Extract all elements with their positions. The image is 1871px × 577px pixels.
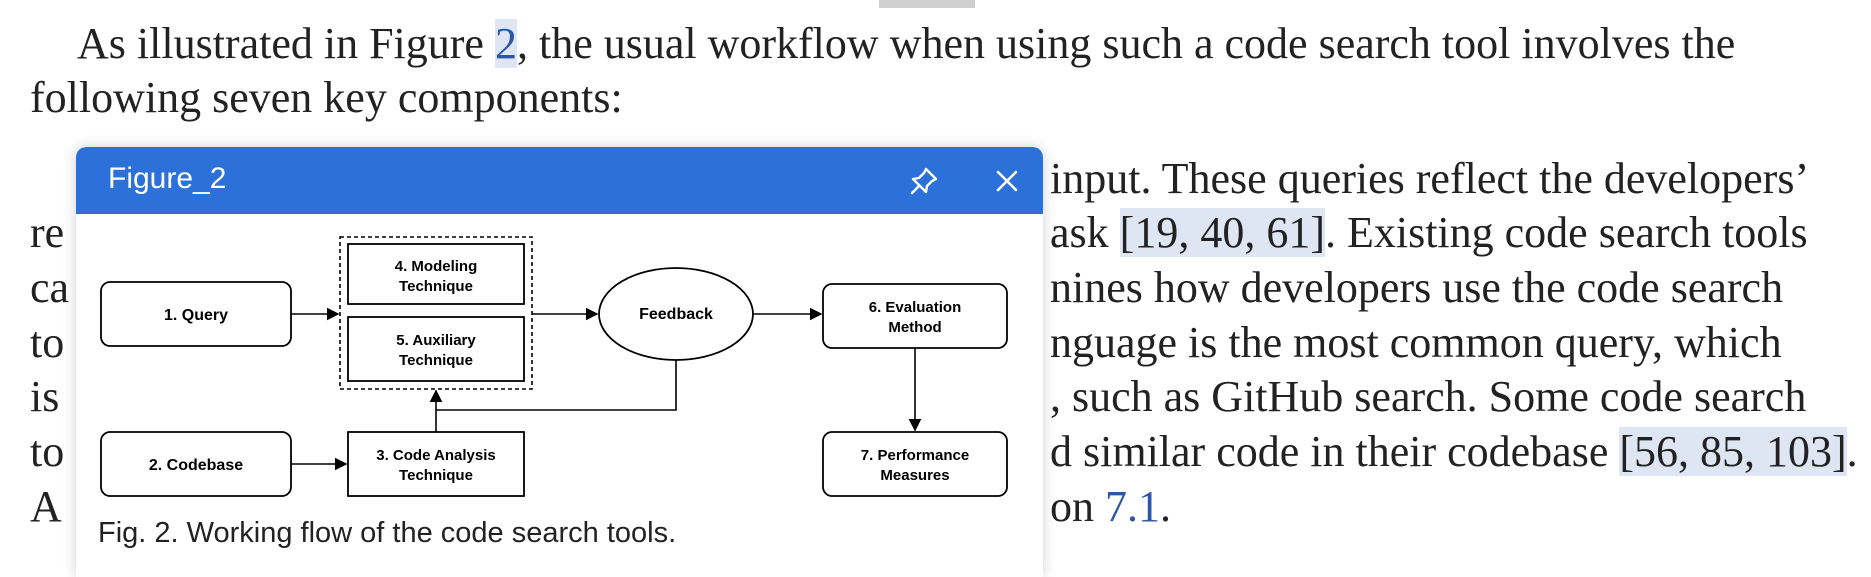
close-icon <box>996 170 1018 192</box>
left-fragment: to <box>30 427 65 476</box>
text-span: on <box>1050 482 1105 531</box>
left-fragment: to <box>30 318 65 367</box>
modeling-label-1: 4. Modeling <box>395 258 478 275</box>
modeling-node: 4. Modeling Technique <box>347 243 525 305</box>
workflow-diagram: 1. Query 4. Modeling Technique 5. Auxili… <box>100 236 1008 497</box>
paragraph-line-1: As illustrated in Figure 2, the usual wo… <box>77 17 1735 71</box>
evaluation-node: 6. Evaluation Method <box>822 283 1008 349</box>
left-fragment: A <box>30 482 62 531</box>
evaluation-label-1: 6. Evaluation <box>869 299 962 316</box>
query-label: 1. Query <box>164 307 228 324</box>
citation-link[interactable]: 19 <box>1134 208 1179 257</box>
citation-link[interactable]: 40 <box>1200 208 1245 257</box>
citation-group: [56, 85, 103] <box>1619 427 1847 476</box>
figure-ref-link[interactable]: 2 <box>494 19 517 68</box>
text-span: . <box>1846 427 1858 476</box>
popup-header[interactable]: Figure_2 <box>76 147 1043 214</box>
text-span: As illustrated in Figure <box>77 19 495 68</box>
modeling-label-2: Technique <box>399 278 473 295</box>
right-line-2: ask [19, 40, 61]. Existing code search t… <box>1050 206 1808 260</box>
right-line-3: nines how developers use the code search <box>1050 263 1784 312</box>
paragraph-line-2: following seven key components: <box>30 73 623 122</box>
citation-link[interactable]: 103 <box>1766 427 1833 476</box>
code-analysis-label-1: 3. Code Analysis <box>376 447 496 464</box>
left-fragment: ca <box>30 263 70 312</box>
right-line-7: on 7.1. <box>1050 480 1171 534</box>
citation-link[interactable]: 61 <box>1266 208 1311 257</box>
text-span: . Existing code search tools <box>1324 208 1808 257</box>
popup-title: Figure_2 <box>108 162 227 195</box>
feedback-label: Feedback <box>639 306 713 323</box>
citation-link[interactable]: 85 <box>1700 427 1745 476</box>
query-node: 1. Query <box>100 281 292 347</box>
right-line-4: nguage is the most common query, which <box>1050 318 1782 367</box>
pin-button[interactable] <box>904 161 944 201</box>
text-span: ask <box>1050 208 1120 257</box>
codebase-node: 2. Codebase <box>100 431 292 497</box>
text-span: d similar code in their codebase <box>1050 427 1620 476</box>
text-span: . <box>1160 482 1171 531</box>
performance-node: 7. Performance Measures <box>822 431 1008 497</box>
text-span: , the usual workflow when using such a c… <box>516 19 1736 68</box>
figure-caption: Fig. 2. Working flow of the code search … <box>98 517 677 549</box>
pin-icon <box>910 167 938 195</box>
right-line-5: , such as GitHub search. Some code searc… <box>1050 372 1807 421</box>
right-line-1: input. These queries reflect the develop… <box>1050 154 1810 203</box>
close-button[interactable] <box>987 161 1027 201</box>
technique-group-box <box>339 236 533 390</box>
citation-link[interactable]: 56 <box>1634 427 1679 476</box>
codebase-label: 2. Codebase <box>149 457 243 474</box>
code-analysis-node: 3. Code Analysis Technique <box>347 431 525 497</box>
right-line-6: d similar code in their codebase [56, 85… <box>1050 425 1858 479</box>
edge-feedback-loop <box>436 360 677 411</box>
citation-group: [19, 40, 61] <box>1119 208 1325 257</box>
scrollbar-thumb[interactable] <box>879 0 975 8</box>
left-fragment: re <box>30 208 65 257</box>
auxiliary-label-1: 5. Auxiliary <box>396 332 476 349</box>
performance-label-2: Measures <box>880 467 949 484</box>
code-analysis-label-2: Technique <box>399 467 473 484</box>
auxiliary-node: 5. Auxiliary Technique <box>347 316 525 382</box>
auxiliary-label-2: Technique <box>399 352 473 369</box>
feedback-node: Feedback <box>598 267 754 361</box>
performance-label-1: 7. Performance <box>861 447 969 464</box>
left-fragment: is <box>30 372 60 421</box>
evaluation-label-2: Method <box>888 319 941 336</box>
figure-popup[interactable]: Figure_2 1. Query <box>76 147 1043 577</box>
section-ref-link[interactable]: 7.1 <box>1105 482 1160 531</box>
